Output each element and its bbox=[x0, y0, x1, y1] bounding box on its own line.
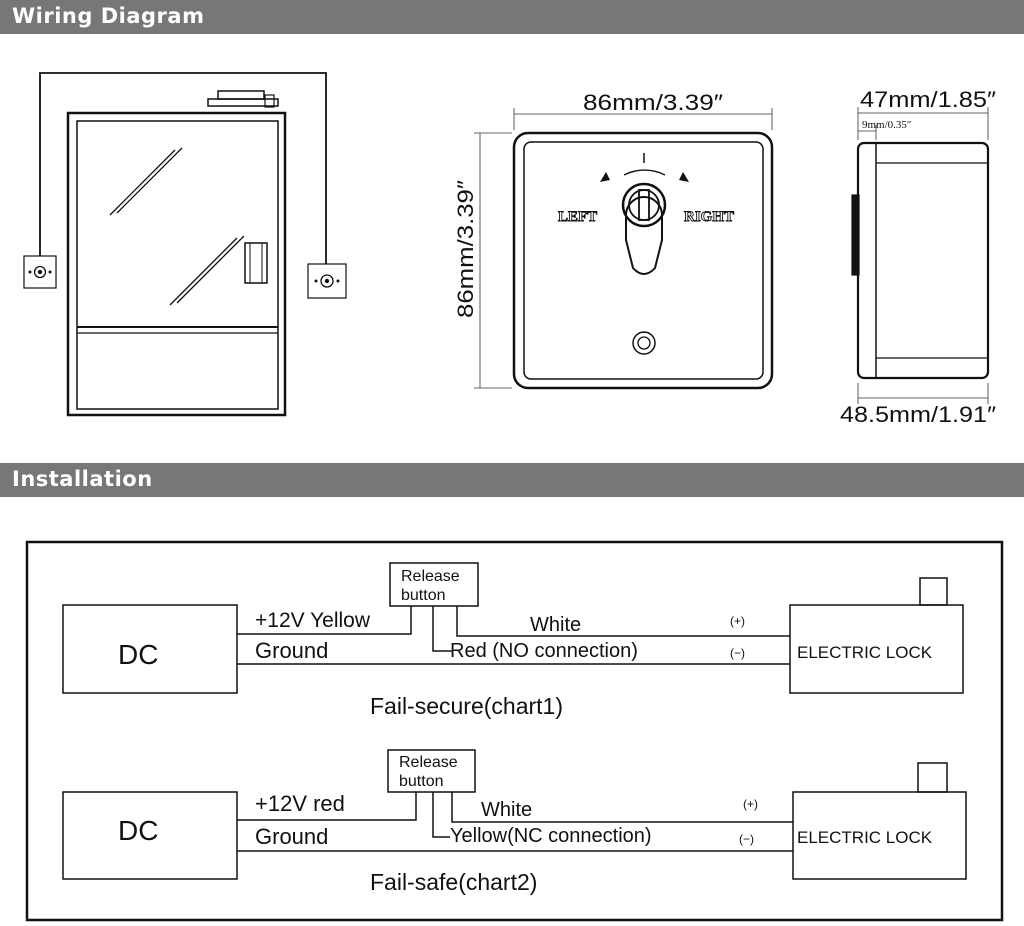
chart2-release-line1: Release bbox=[399, 754, 458, 771]
chart1-dc-label: DC bbox=[118, 639, 158, 670]
chart2-white-wire: White bbox=[481, 799, 532, 821]
side-bottom-dimension: 48.5mm/1.91″ bbox=[840, 402, 996, 427]
door-illustration bbox=[39, 72, 327, 417]
installation-banner: Installation bbox=[0, 463, 1024, 497]
side-small-dimension: 9mm/0.35″ bbox=[862, 119, 912, 131]
chart1-positive-wire: +12V Yellow bbox=[255, 609, 371, 632]
chart2-minus-sign: (−) bbox=[739, 832, 754, 846]
chart1-wiring bbox=[62, 562, 964, 694]
wiring-diagram-title: Wiring Diagram bbox=[12, 4, 205, 28]
key-switch-front-view bbox=[512, 131, 774, 390]
chart2-dc-label: DC bbox=[118, 815, 158, 846]
chart1-white-wire: White bbox=[530, 614, 581, 636]
wall-switch-left-icon bbox=[23, 255, 57, 289]
switch-left-label: LEFT bbox=[558, 209, 597, 225]
chart2-plus-sign: (+) bbox=[743, 797, 758, 811]
chart2-caption: Fail-safe(chart2) bbox=[370, 869, 537, 895]
switch-right-label: RIGHT bbox=[684, 209, 734, 225]
chart1-caption: Fail-secure(chart1) bbox=[370, 693, 563, 719]
key-switch-side-view bbox=[851, 141, 990, 380]
chart1-ground-wire: Ground bbox=[255, 638, 328, 663]
installation-title: Installation bbox=[12, 467, 153, 491]
side-dimension-lines bbox=[857, 107, 989, 404]
chart2-positive-wire: +12V red bbox=[255, 791, 345, 816]
chart2-wiring bbox=[62, 749, 967, 880]
chart2-ground-wire: Ground bbox=[255, 824, 328, 849]
front-dimension-lines bbox=[474, 108, 773, 389]
chart1-release-line1: Release bbox=[401, 568, 460, 585]
chart2-release-line2: button bbox=[399, 773, 443, 790]
chart1-lock-label: ELECTRIC LOCK bbox=[797, 643, 933, 662]
front-width-dimension: 86mm/3.39″ bbox=[583, 90, 723, 115]
front-height-dimension: 86mm/3.39″ bbox=[453, 180, 478, 318]
chart2-lock-label: ELECTRIC LOCK bbox=[797, 828, 933, 847]
installation-frame bbox=[25, 540, 1004, 922]
wall-switch-right-icon bbox=[307, 263, 347, 299]
chart1-plus-sign: (+) bbox=[730, 614, 745, 628]
chart2-output-wire: Yellow(NC connection) bbox=[450, 825, 652, 847]
chart1-release-line2: button bbox=[401, 587, 445, 604]
wiring-diagram-banner: Wiring Diagram bbox=[0, 0, 1024, 34]
chart1-output-wire: Red (NO connection) bbox=[450, 640, 638, 662]
side-depth-dimension: 47mm/1.85″ bbox=[860, 87, 996, 112]
chart1-minus-sign: (−) bbox=[730, 646, 745, 660]
